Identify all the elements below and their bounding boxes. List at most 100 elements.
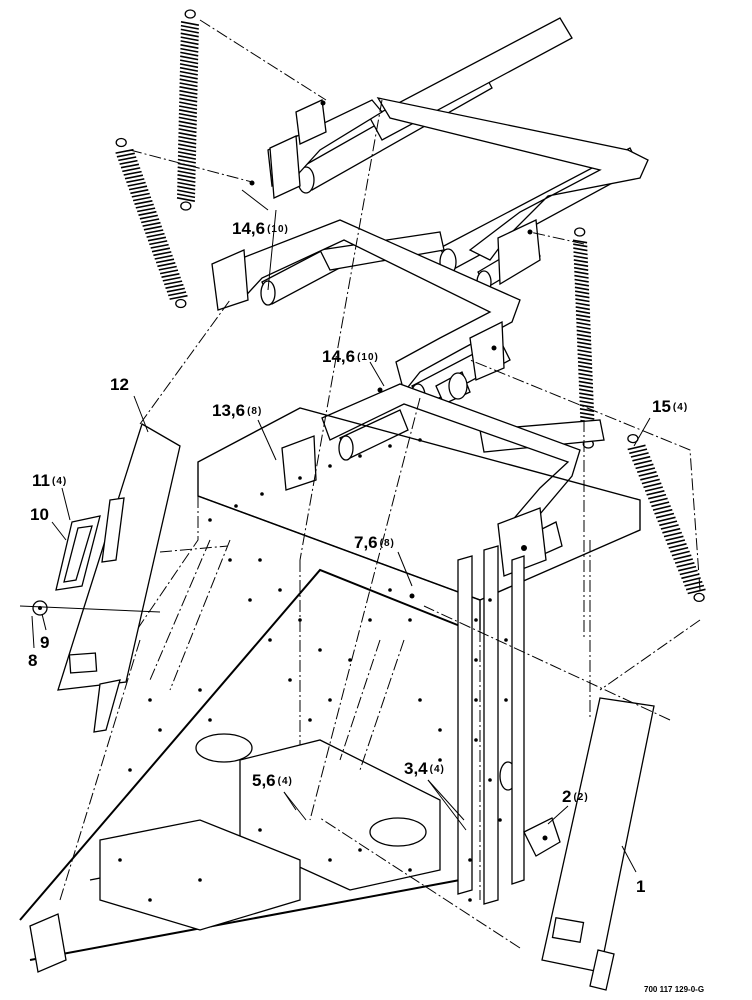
chassis-top-deck-edge bbox=[197, 495, 481, 630]
hitch-tongue-top bbox=[19, 568, 471, 921]
leader-3-4-a bbox=[427, 779, 467, 831]
spring-top-left-hook-bottom bbox=[180, 201, 192, 211]
chassis-hole bbox=[468, 898, 472, 902]
lower-bracket-left bbox=[281, 435, 317, 491]
fastener-axis-line bbox=[19, 605, 161, 613]
chassis-hole bbox=[158, 728, 162, 732]
leader-5-6-b bbox=[283, 791, 297, 811]
front-lower-plate bbox=[99, 819, 301, 931]
chassis-hole bbox=[504, 638, 508, 642]
chassis-hole bbox=[474, 738, 478, 742]
chassis-hole bbox=[258, 828, 262, 832]
chassis-hole bbox=[258, 558, 262, 562]
upper-bracket-left bbox=[269, 135, 301, 199]
chassis-hole bbox=[488, 598, 492, 602]
chassis-hole bbox=[128, 768, 132, 772]
upper-bracket-right bbox=[497, 219, 541, 286]
leader-12 bbox=[133, 395, 149, 433]
callout-15: 15(4) bbox=[652, 397, 688, 416]
leader-8 bbox=[31, 615, 35, 649]
spring-right-vertical-hook-top bbox=[574, 227, 586, 237]
leader-lines bbox=[31, 189, 651, 873]
chassis-hole bbox=[368, 618, 372, 622]
cl-roller-mid bbox=[309, 397, 421, 821]
spring-right-diagonal bbox=[627, 444, 706, 595]
chassis-hole bbox=[228, 558, 232, 562]
callout-labels: 1 2(2) 3,4(4) 5,6(4) 7,6(8) 8 9 10 11(4)… bbox=[28, 219, 704, 994]
chassis-hole bbox=[298, 476, 302, 480]
chassis-hole bbox=[148, 898, 152, 902]
chassis-hole bbox=[474, 658, 478, 662]
cl-panel-12-bot bbox=[159, 545, 229, 553]
leader-10 bbox=[51, 521, 67, 541]
middle-bracket-right bbox=[469, 320, 505, 381]
chassis-hole bbox=[208, 518, 212, 522]
leader-11 bbox=[61, 487, 71, 521]
spring-top-left-hook-top bbox=[184, 9, 196, 19]
bolt-upper-1 bbox=[320, 100, 326, 106]
upper-roller-frame bbox=[249, 17, 649, 294]
drawing-number: 700 117 129-0-G bbox=[644, 985, 704, 994]
chassis-hole bbox=[318, 648, 322, 652]
leader-2 bbox=[547, 805, 569, 825]
lower-roller-end-1 bbox=[338, 435, 354, 461]
chassis-hole bbox=[438, 758, 442, 762]
chassis-hole bbox=[308, 718, 312, 722]
spring-right-vertical bbox=[572, 239, 596, 440]
middle-side-plate bbox=[231, 219, 521, 394]
left-panel-foot bbox=[93, 679, 121, 733]
chassis-hole bbox=[208, 718, 212, 722]
oval-cutout-1 bbox=[195, 733, 253, 763]
chassis-hole bbox=[288, 678, 292, 682]
middle-roller-end-1 bbox=[260, 280, 276, 306]
middle-roller-frame bbox=[211, 219, 521, 409]
lower-bracket-right bbox=[497, 507, 547, 577]
cl-spring-right bbox=[529, 231, 585, 245]
callout-10: 10 bbox=[30, 505, 49, 524]
chassis-holes bbox=[118, 438, 508, 902]
reflector-lens bbox=[63, 525, 93, 583]
chassis-hole bbox=[328, 698, 332, 702]
ladder-rail-3 bbox=[339, 639, 381, 761]
chassis-hole bbox=[504, 698, 508, 702]
ladder-rail-2 bbox=[169, 539, 231, 691]
lower-side-plate bbox=[321, 383, 581, 535]
right-panel-label-box bbox=[551, 916, 585, 944]
chassis-hole bbox=[198, 878, 202, 882]
leader-9 bbox=[41, 613, 47, 631]
cl-panel-12-top bbox=[139, 299, 231, 425]
spring-left-hook-bottom bbox=[175, 298, 187, 309]
chassis-hole bbox=[268, 638, 272, 642]
chassis-hole bbox=[358, 848, 362, 852]
chassis-hole bbox=[388, 588, 392, 592]
callout-8: 8 bbox=[28, 651, 37, 670]
bracket-plate bbox=[523, 817, 561, 857]
callout-2: 2(2) bbox=[562, 787, 589, 806]
cl-spring-right-2 bbox=[469, 359, 701, 591]
chassis-hole bbox=[418, 698, 422, 702]
left-panel-plate bbox=[57, 423, 181, 691]
leader-1 bbox=[621, 845, 637, 873]
oval-cutout-2 bbox=[369, 817, 427, 847]
chassis-hole bbox=[198, 688, 202, 692]
chassis-hole bbox=[498, 818, 502, 822]
bracket-hole bbox=[542, 835, 548, 841]
callout-13-6: 13,6(8) bbox=[212, 401, 262, 420]
part-10-reflector bbox=[55, 515, 101, 591]
ladder-rail-1 bbox=[149, 539, 211, 681]
bolt-lower-2 bbox=[409, 593, 415, 599]
chassis-hole bbox=[234, 504, 238, 508]
callout-9: 9 bbox=[40, 633, 49, 652]
bolt-middle-2 bbox=[491, 345, 497, 351]
leader-15 bbox=[633, 417, 651, 447]
chassis-hole bbox=[148, 698, 152, 702]
chassis-hole bbox=[474, 618, 478, 622]
leader-3-4-b bbox=[427, 779, 465, 821]
chassis-hole bbox=[358, 454, 362, 458]
callout-7-6: 7,6(8) bbox=[354, 533, 395, 552]
ladder-rail-4 bbox=[359, 639, 405, 771]
cl-roller-down bbox=[299, 99, 383, 561]
chassis-hole bbox=[438, 728, 442, 732]
part-8-9-fastener bbox=[19, 600, 161, 616]
cl-spring-top-left bbox=[199, 19, 327, 101]
